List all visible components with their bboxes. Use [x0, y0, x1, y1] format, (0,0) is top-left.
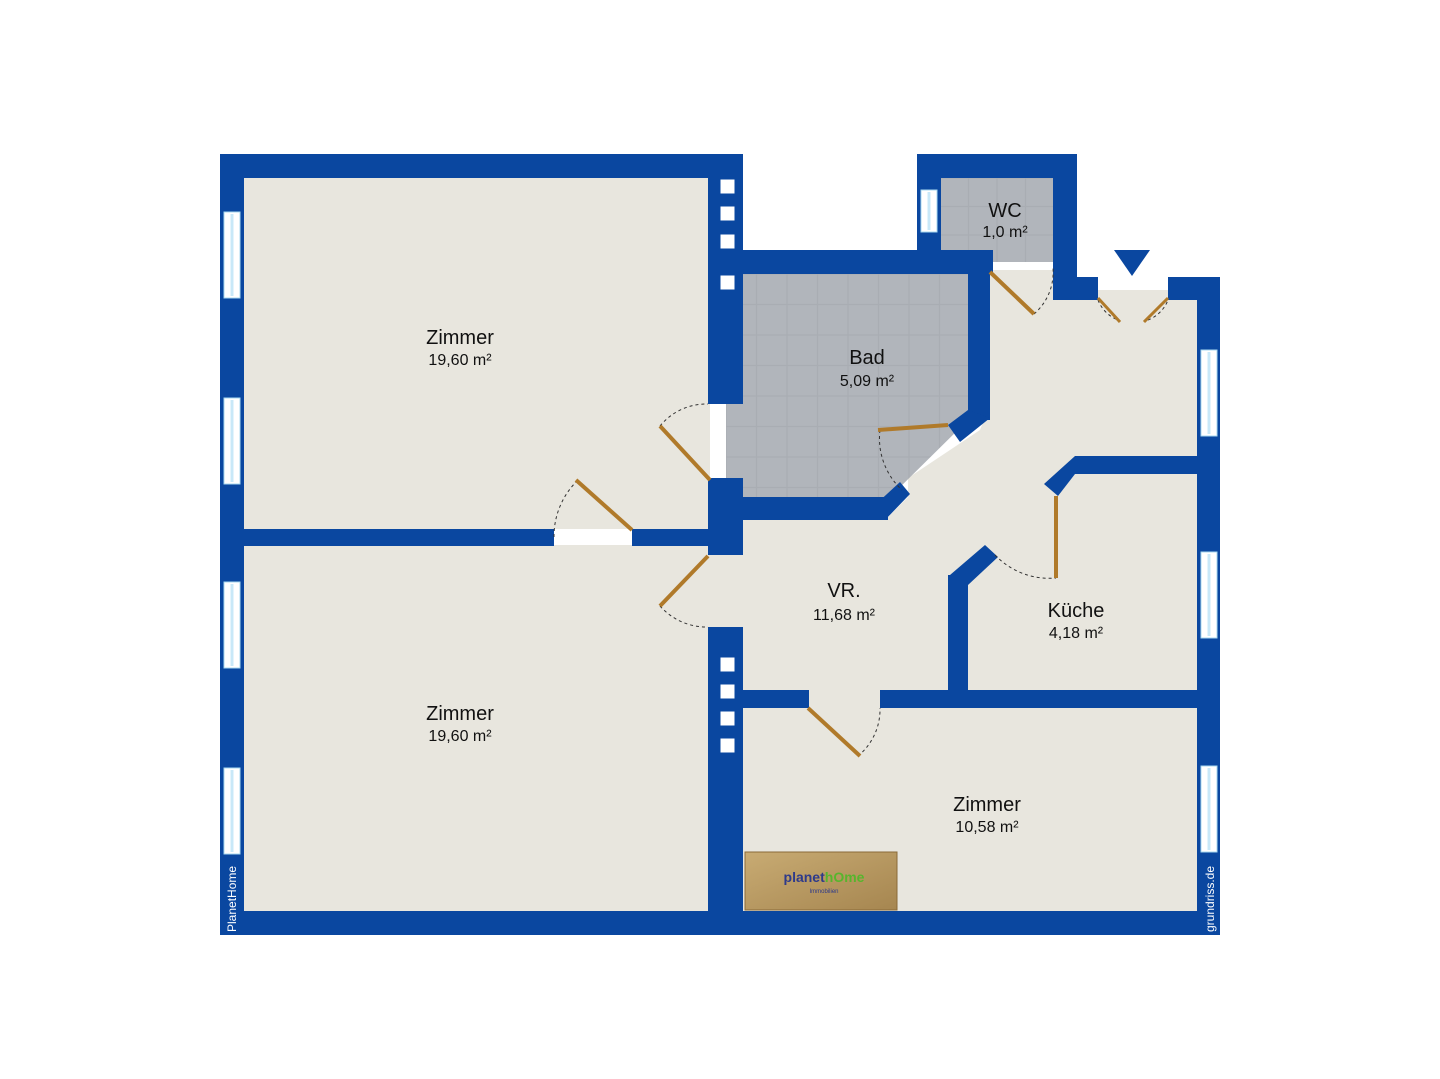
room-name-zimmer-1: Zimmer — [426, 327, 494, 349]
wall-right-top — [1168, 277, 1220, 300]
floor-zimmer-1 — [244, 177, 710, 529]
room-name-zimmer-2: Zimmer — [426, 703, 494, 725]
wall-zimmer3-top — [743, 690, 809, 708]
floors — [244, 177, 1199, 912]
door-zimmer-1-2 — [553, 478, 634, 538]
windows — [223, 189, 1218, 855]
room-area-kueche: 4,18 m² — [1049, 625, 1104, 642]
room-area-zimmer-1: 19,60 m² — [428, 352, 492, 369]
door-zimmer-3 — [806, 706, 881, 758]
credit-right: grundriss.de — [1203, 866, 1217, 932]
logo-subtitle: Immobilien — [809, 889, 838, 895]
room-area-vr: 11,68 m² — [813, 607, 876, 624]
logo-text-planet: planet — [784, 869, 826, 885]
wall-wc-bottom — [917, 252, 990, 272]
floor-kueche — [968, 473, 1199, 693]
floor-wc — [940, 178, 1054, 262]
door-kueche — [994, 496, 1058, 579]
door-wc — [988, 267, 1054, 316]
wall-zimmer-divider-a — [244, 529, 554, 546]
door-entrance — [1096, 296, 1170, 324]
svg-text:planethOme: planethOme — [784, 869, 865, 885]
floor-hallway — [710, 270, 1199, 708]
wall-column — [708, 478, 743, 555]
room-area-zimmer-3: 10,58 m² — [955, 819, 1019, 836]
room-name-kueche: Küche — [1048, 600, 1105, 622]
room-name-bad: Bad — [849, 347, 885, 369]
wall-bad-east — [968, 250, 990, 420]
door-bad — [877, 423, 949, 491]
wall-wc-right — [1053, 154, 1077, 300]
floor-bad — [726, 274, 968, 497]
wall-bad-diagonal — [948, 410, 990, 442]
room-labels: Zimmer 19,60 m² Bad 5,09 m² WC 1,0 m² VR… — [426, 200, 1104, 836]
wall-kueche-top — [1075, 456, 1199, 474]
wall-bad-bottom — [740, 497, 888, 520]
room-name-wc: WC — [988, 200, 1021, 222]
doors — [553, 267, 1170, 758]
wall-kueche-bottom — [880, 690, 1199, 708]
floor-zimmer-2 — [244, 545, 710, 912]
logo-text-home: hOme — [825, 869, 865, 885]
credit-left: PlanetHome — [225, 866, 239, 932]
wall-kueche-west — [948, 575, 968, 693]
wall-kueche-diag-top — [1044, 456, 1075, 496]
wall-top-left — [220, 154, 743, 178]
chimney-ducts — [719, 178, 736, 754]
room-name-vr: VR. — [827, 580, 860, 602]
room-area-zimmer-2: 19,60 m² — [428, 728, 492, 745]
wall-wc-right-return — [1053, 277, 1098, 300]
entrance-arrow-icon — [1114, 250, 1150, 276]
wall-wc-top — [917, 154, 1077, 178]
room-area-wc: 1,0 m² — [982, 224, 1028, 241]
wall-zimmer-divider-b — [632, 529, 712, 546]
room-area-bad: 5,09 m² — [840, 373, 895, 390]
planethome-logo: planethOme Immobilien — [744, 851, 898, 911]
wall-zimmer2-east — [708, 627, 743, 917]
room-name-zimmer-3: Zimmer — [953, 794, 1021, 816]
door-zimmer-2 — [658, 554, 710, 628]
door-zimmer-1 — [658, 403, 712, 482]
